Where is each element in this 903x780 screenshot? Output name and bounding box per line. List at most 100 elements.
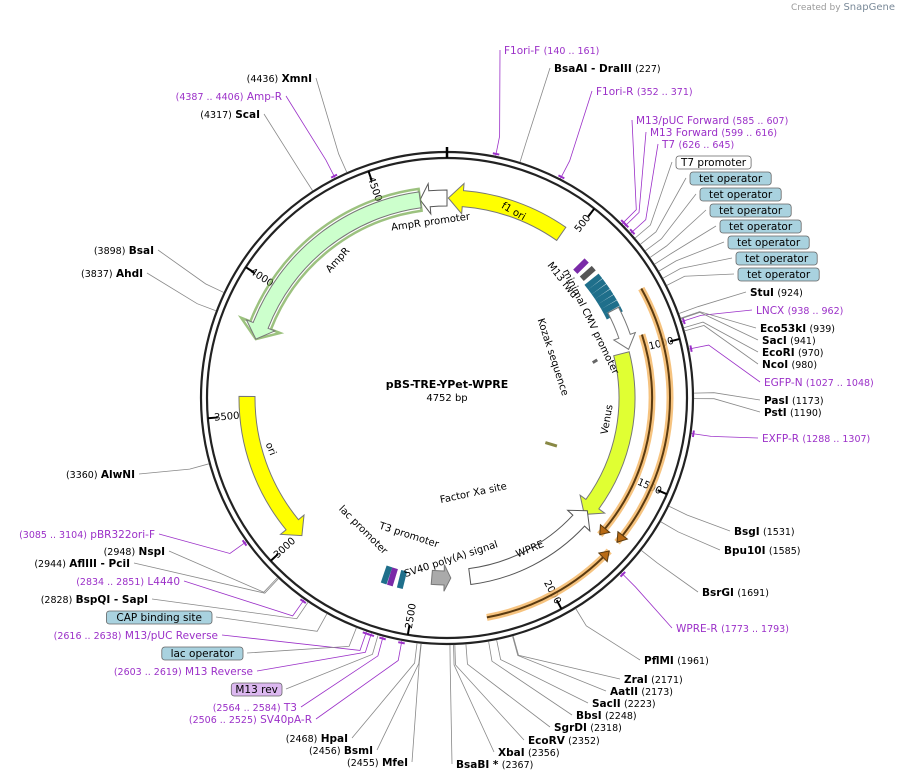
label-coord: (4436) [247,74,279,85]
label-text: F1ori-R (352 .. 371) [596,86,693,98]
tick-label-3500: 3500 [214,411,240,424]
leader-amp-r [285,95,336,179]
label-name: ZraI [624,674,648,686]
label-text: (3360) AlwNI [66,469,135,481]
primer-m13-forward: M13 Forward (599 .. 616) [650,127,777,139]
label-name: F1ori-F [504,45,540,57]
label-name: M13 Reverse [185,666,253,678]
primer-exfp-r: EXFP-R (1288 .. 1307) [762,433,870,445]
label-coord: (2318) [590,723,622,734]
label-coord: (2834 .. 2851) [76,577,144,588]
label-name: AatII [610,686,638,698]
label-name: Eco53kI [760,323,806,335]
leader-bsabi [449,644,453,765]
leader-mfei [411,643,422,763]
leader-m13-puc-reverse [221,631,367,651]
label-text: (4436) XmnI [247,73,312,85]
label-coord: (626 .. 645) [678,140,734,151]
leader-tet-operator [649,209,707,258]
leader-afliii [133,562,279,594]
leader-hpai [351,643,418,739]
leader-bsgi [668,505,731,532]
leader-eco53ki [680,311,757,329]
leader-t7 [630,143,659,234]
label-coord: (2948) [104,547,136,558]
enzyme-xmni: (4436) XmnI [247,73,312,85]
feature-box-t7-promoter: T7 promoter [675,155,752,170]
label-name: Amp-R [247,91,282,103]
enzyme-pflmi: PflMI (1961) [644,655,709,667]
label-coord: (2356) [528,748,560,759]
label-name: SacI [762,335,787,347]
feature-box-tet-operator: tet operator [699,187,782,202]
label-suffix: - SapI [110,594,148,606]
label-name: EGFP-N [764,377,803,389]
plasmid-backbone [199,147,695,646]
primer-mark-wpre-r [619,571,626,578]
primer-egfp-n: EGFP-N (1027 .. 1048) [764,377,874,389]
enzyme-bsrgi: BsrGI (1691) [702,587,769,599]
label-coord: (970) [798,348,824,359]
label-coord: (599 .. 616) [721,128,777,139]
label-text: ZraI (2171) [624,674,683,686]
primer-m13-puc-forward: M13/pUC Forward (585 .. 607) [636,115,788,127]
label-name: ScaI [235,109,260,121]
tick-mark-2000 [555,599,563,610]
label-coord: (2468) [286,734,318,745]
primer-t3: (2564 .. 2584) T3 [213,702,297,714]
label-text: T7 promoter [680,157,747,169]
enzyme-psti: PstI (1190) [764,407,822,419]
leader-bsrgi [641,550,699,593]
factor-xa-block [544,441,558,448]
leader-zrai [512,635,621,680]
label-text: LNCX (938 .. 962) [756,305,843,317]
label-coord: (924) [777,288,803,299]
leader-xmni [315,77,348,173]
label-name: M13/pUC Reverse [125,630,218,642]
tick-label-2500: 2500 [404,603,419,630]
label-name: BsrGI [702,587,734,599]
label-name: SacII [592,698,621,710]
label-name: BsaBI * [456,759,499,771]
primer-mark-exfp-r [691,430,695,438]
label-text: PasI (1173) [764,395,824,407]
leader-lncx [681,309,753,322]
enzyme-eco53ki: Eco53kI (939) [760,323,835,335]
feature-label-venus: Venus [600,404,616,436]
label-text: Eco53kI (939) [760,323,835,335]
enzyme-bsmi: (2456) BsmI [309,745,373,757]
label-name: EcoRV [528,735,566,747]
label-text: (2456) BsmI [309,745,373,757]
orf-line-2 [486,550,610,619]
leader-bsai [157,249,224,293]
tet-operator-block [584,273,603,290]
label-name: L4440 [147,576,180,588]
label-name: MfeI [382,757,408,769]
label-name: F1ori-R [596,86,633,98]
label-box [699,187,782,202]
label-text: (3898) BsaI [94,245,154,257]
label-coord: (1173) [792,396,824,407]
plasmid-name: pBS-TRE-YPet-WPRE [386,378,509,391]
leader-tet-operator [666,273,735,286]
primer-m13-puc-reverse: (2616 .. 2638) M13/pUC Reverse [54,630,218,642]
label-text: XbaI (2356) [498,747,560,759]
lac-block-1 [386,567,398,587]
ori-arrow [238,395,305,537]
label-text: EcoRV (2352) [528,735,600,747]
label-name: AhdI [116,268,143,280]
label-coord: (1288 .. 1307) [802,434,870,445]
label-name: AflIII [69,558,97,570]
enzyme-ecori: EcoRI (970) [762,347,824,359]
leader-tet-operator [658,241,725,272]
tet-operator-block [591,283,610,300]
orf-arrowhead-2 [597,550,610,563]
label-suffix: - DraIII [587,63,631,75]
label-text: T7 (626 .. 645) [661,139,734,151]
leader-ahdi [146,272,217,312]
kozak-block [591,358,599,364]
label-name: XmnI [282,73,312,85]
leader-egfp-n [689,344,761,383]
label-box [727,235,810,250]
wpre-arrow [468,509,591,586]
